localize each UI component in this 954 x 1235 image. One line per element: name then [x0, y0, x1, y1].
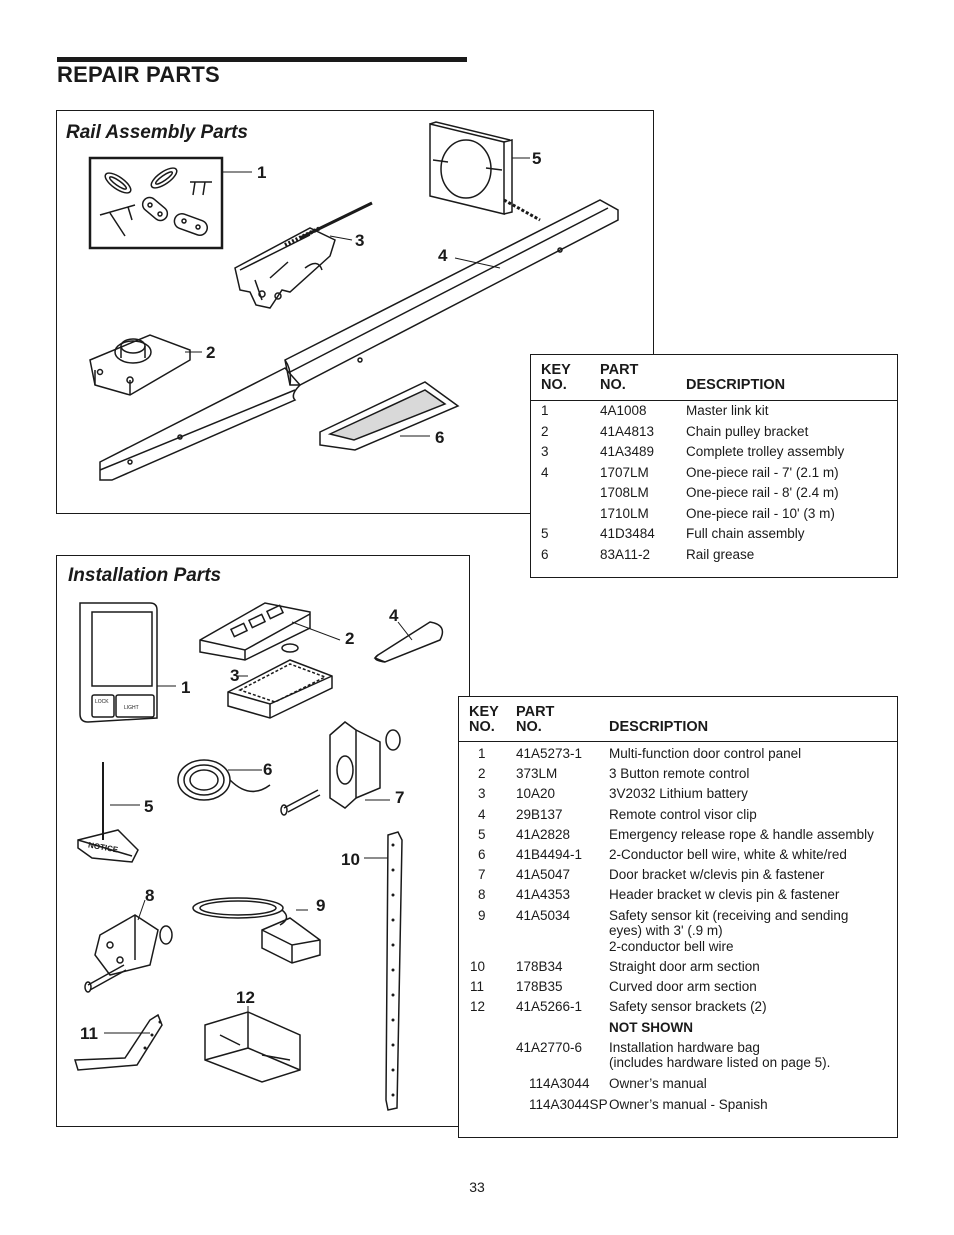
install-callout-3: 3	[230, 666, 240, 685]
header-description: DESCRIPTION	[609, 719, 709, 735]
install-callout-10: 10	[341, 850, 360, 869]
table-header: KEY NO. PART NO. DESCRIPTION	[531, 355, 897, 401]
install-callout-9: 9	[316, 896, 326, 915]
install-callout-12: 12	[236, 988, 255, 1007]
install-callout-1: 1	[181, 678, 191, 697]
installation-panel: Installation Parts	[56, 555, 470, 1127]
header-part-no: NO.	[600, 377, 626, 393]
rail-callout-3: 3	[355, 231, 365, 250]
title-rule	[57, 57, 467, 62]
not-shown-heading: NOT SHOWN	[609, 1019, 693, 1035]
install-callout-6: 6	[263, 760, 273, 779]
lock-label: LOCK	[95, 699, 109, 705]
rail-callout-6: 6	[435, 428, 445, 447]
install-callout-8: 8	[145, 886, 155, 905]
page-title: REPAIR PARTS	[57, 62, 220, 87]
header-key: KEY	[469, 704, 499, 720]
rail-panel-title: Rail Assembly Parts	[66, 122, 248, 143]
rail-callout-2: 2	[206, 343, 216, 362]
install-panel-title: Installation Parts	[68, 565, 222, 586]
light-label: LIGHT	[124, 705, 139, 711]
rail-callout-4: 4	[438, 246, 448, 265]
header-part-no: NO.	[516, 719, 542, 735]
install-callout-11: 11	[80, 1024, 98, 1043]
install-callout-5: 5	[144, 797, 154, 816]
header-part: PART	[600, 362, 639, 378]
header-key-no: NO.	[469, 719, 495, 735]
header-key-no: NO.	[541, 377, 567, 393]
page-number: 33	[469, 1179, 485, 1195]
rail-callout-5: 5	[532, 149, 542, 168]
table-header: KEY NO. PART NO. DESCRIPTION	[459, 697, 897, 742]
install-callout-2: 2	[345, 629, 355, 648]
header-key: KEY	[541, 362, 571, 378]
header-description: DESCRIPTION	[686, 377, 786, 393]
install-callout-4: 4	[389, 606, 399, 625]
header-part: PART	[516, 704, 555, 720]
rail-callout-1: 1	[257, 163, 267, 182]
install-callout-7: 7	[395, 788, 405, 807]
